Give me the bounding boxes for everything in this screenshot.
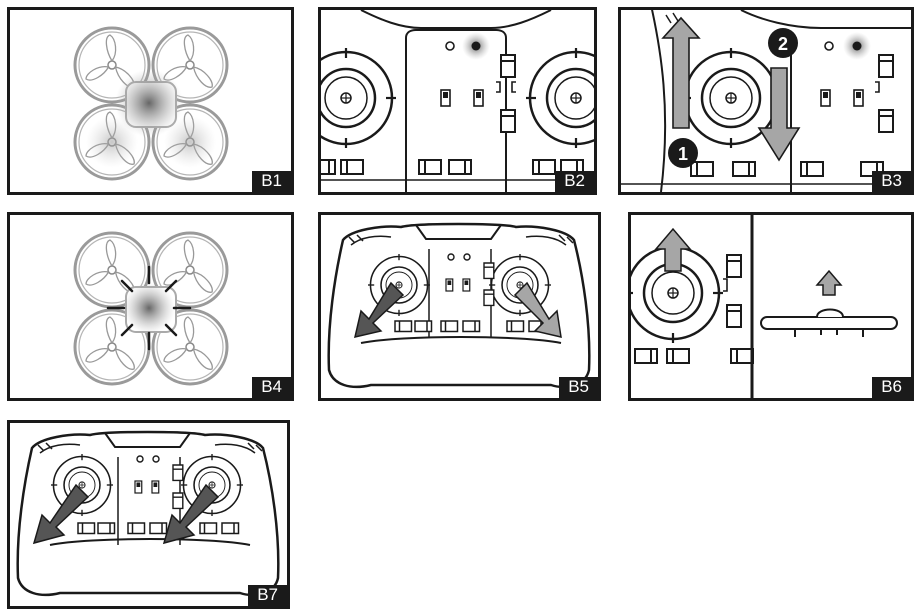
panel-label: B6 (872, 377, 911, 398)
arrow-down-left-icon (32, 483, 90, 545)
arrow-up-icon (661, 16, 701, 129)
drone-side-view (760, 308, 898, 337)
panel-label: B4 (252, 377, 291, 398)
panel-b7: B7 (7, 420, 290, 609)
panel-b6: B6 (628, 212, 914, 401)
panel-b2: B2 (318, 7, 597, 195)
controller-closeup (321, 10, 594, 192)
step-badge-2: 2 (768, 28, 798, 58)
panel-label: B3 (872, 171, 911, 192)
drone-top-view-glow (73, 26, 229, 181)
arrow-up-small-icon (815, 269, 843, 296)
svg-text:1: 1 (678, 144, 688, 164)
arrow-up-icon (654, 227, 692, 272)
panel-label: B5 (559, 377, 598, 398)
step-badge-1: 1 (668, 138, 698, 168)
arrow-down-left-icon (162, 483, 220, 545)
controller-throttle-step: 1 2 (621, 10, 911, 192)
panel-b3: 1 2 B3 (618, 7, 914, 195)
panel-b5: B5 (318, 212, 601, 401)
panel-label: B2 (555, 171, 594, 192)
controller-and-drone-takeoff (631, 215, 898, 398)
arrow-down-right-icon (513, 281, 562, 338)
svg-text:2: 2 (778, 34, 788, 54)
arrow-down-icon (757, 67, 801, 162)
drone-top-view-flashing (73, 231, 229, 386)
panel-b1: B1 (7, 7, 294, 195)
controller-full-sticks-inward (16, 430, 280, 597)
panel-b4: B4 (7, 212, 294, 401)
flash-lines (106, 265, 192, 351)
controller-full-sticks-down (327, 222, 591, 389)
panel-label: B7 (248, 585, 287, 606)
panel-label: B1 (252, 171, 291, 192)
arrow-down-left-icon (353, 281, 405, 339)
